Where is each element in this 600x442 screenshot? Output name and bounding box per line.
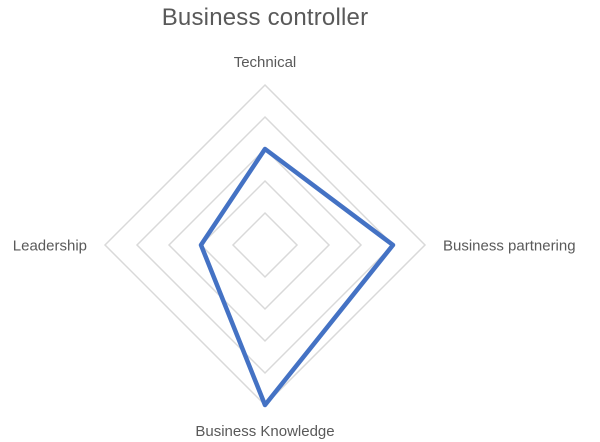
chart-title: Business controller (161, 4, 369, 31)
grid-layer (103, 83, 427, 407)
series-layer (198, 146, 396, 408)
axis-label-2: Business Knowledge (195, 423, 334, 440)
axis-label-3: Leadership (13, 237, 87, 254)
axis-label-0: Technical (234, 54, 297, 71)
grid-ring-4 (135, 115, 395, 375)
grid-ring-2 (199, 179, 331, 311)
grid-ring-1 (231, 211, 299, 279)
axis-label-1: Business partnering (443, 237, 576, 254)
series-line-0 (198, 146, 396, 408)
grid-ring-5 (103, 83, 427, 407)
grid-ring-3 (167, 147, 363, 343)
